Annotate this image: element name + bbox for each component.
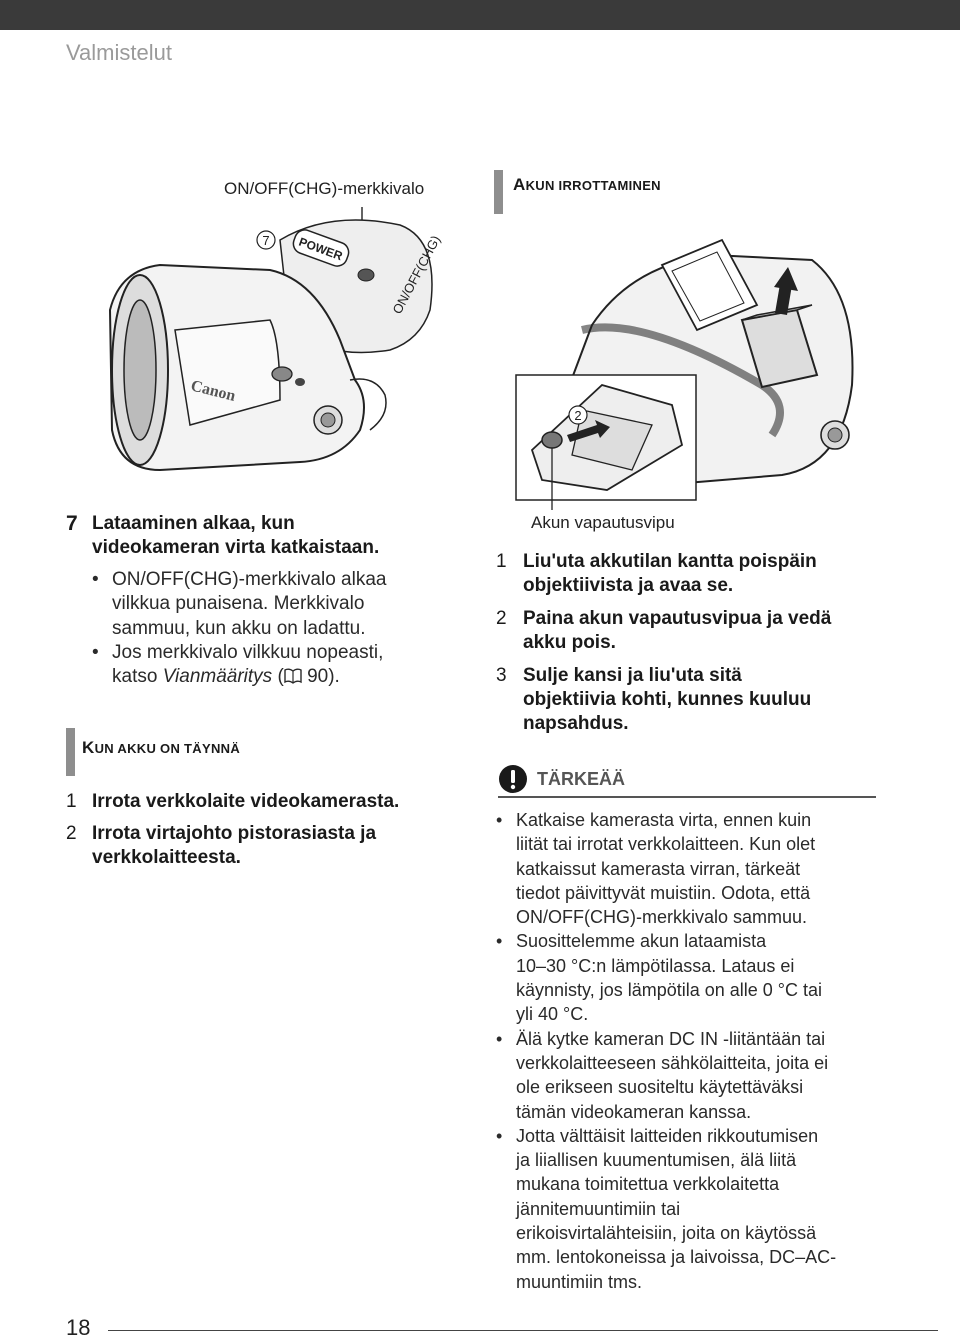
important-divider	[498, 796, 876, 798]
footer-rule	[108, 1330, 938, 1331]
callout-number-2: 2	[574, 408, 581, 423]
release-lever-caption: Akun vapautusvipu	[531, 513, 675, 532]
indicator-callout-label: ON/OFF(CHG)-merkkivalo	[224, 179, 425, 198]
full-step-1: 1 Irrota verkkolaite videokamerasta.	[66, 791, 400, 812]
step-7: 7 Lataaminen alkaa, kun videokameran vir…	[66, 512, 380, 558]
list-item: Jos merkkivalo vilkkuu nopeasti, katso V…	[92, 641, 452, 690]
battery-removal-illustration: 2	[515, 238, 854, 510]
important-notes-list: Katkaise kamerasta virta, ennen kuin lii…	[496, 808, 916, 1294]
callout-number-7: 7	[262, 233, 269, 248]
charging-notes-list: ON/OFF(CHG)-merkkivalo alkaa vilkkua pun…	[92, 568, 452, 689]
troubleshooting-link[interactable]: Vianmääritys	[162, 666, 273, 688]
removal-step-2: 2 Paina akun vapautusvipua ja vedä akku …	[496, 608, 832, 653]
heading-bar-right	[494, 170, 503, 214]
heading-battery-full: KUN AKKU ON TÄYNNÄ	[82, 738, 241, 757]
page-number: 18	[66, 1315, 91, 1340]
book-icon	[284, 668, 302, 685]
list-item: Katkaise kamerasta virta, ennen kuin lii…	[496, 808, 916, 929]
list-item: Jotta välttäisit laitteiden rikkoutumise…	[496, 1124, 916, 1294]
removal-step-1: 1 Liu'uta akkutilan kantta poispäin obje…	[496, 551, 817, 596]
camcorder-indicator-illustration: 7 POWER ON/OFF(CHG) Canon	[108, 207, 443, 472]
exclamation-icon	[499, 765, 527, 793]
removal-step-3: 3 Sulje kansi ja liu'uta sitä objektiivi…	[496, 665, 812, 734]
top-bar	[0, 0, 960, 30]
full-step-2: 2 Irrota virtajohto pistorasiasta ja ver…	[66, 823, 377, 868]
list-item: ON/OFF(CHG)-merkkivalo alkaa vilkkua pun…	[92, 568, 452, 641]
heading-bar-left	[66, 728, 75, 776]
list-item: Älä kytke kameran DC IN -liitäntään tai …	[496, 1027, 916, 1124]
heading-battery-removal: AKUN IRROTTAMINEN	[513, 175, 661, 194]
list-item: Suosittelemme akun lataamista 10–30 °C:n…	[496, 929, 916, 1026]
section-header: Valmistelut	[66, 40, 172, 65]
important-title: TÄRKEÄÄ	[537, 769, 625, 789]
